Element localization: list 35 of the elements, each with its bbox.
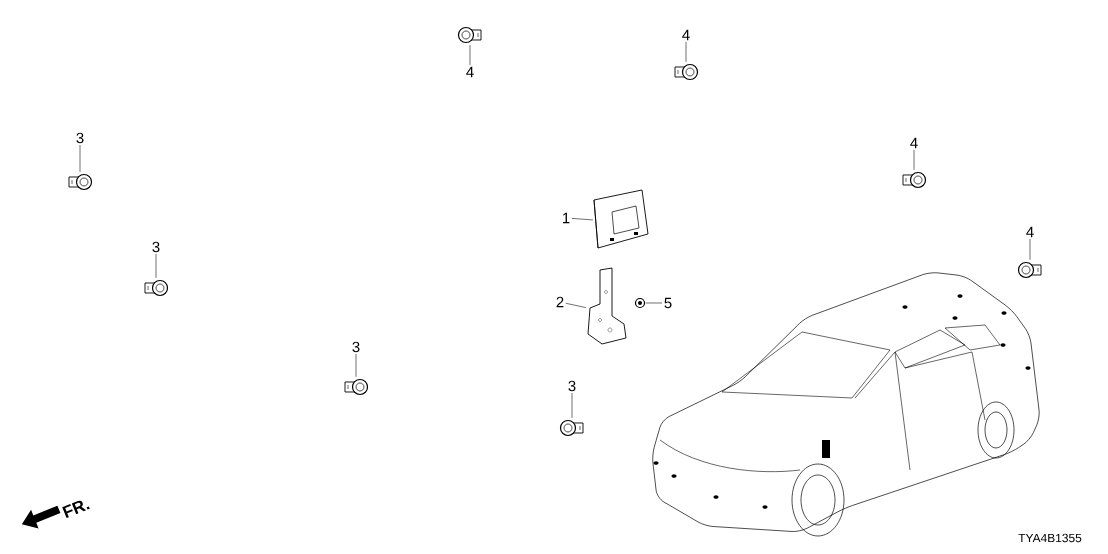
parking-sensor-drawing bbox=[457, 26, 482, 44]
parking-sensor-drawing bbox=[559, 419, 584, 437]
direction-label: FR. bbox=[62, 500, 90, 519]
leader-line bbox=[571, 392, 573, 419]
leader-line bbox=[155, 253, 157, 279]
leader-line bbox=[1029, 238, 1031, 261]
parking-sensor-drawing bbox=[68, 173, 93, 191]
parking-sensor-drawing bbox=[674, 63, 699, 81]
callout-number: 1 bbox=[563, 212, 570, 224]
leader-line bbox=[685, 41, 687, 63]
callout-number: 2 bbox=[556, 296, 564, 308]
leader-line bbox=[79, 144, 81, 173]
leader-line bbox=[355, 353, 357, 378]
parking-sensor-drawing bbox=[344, 378, 369, 396]
callout-number: 5 bbox=[664, 297, 672, 309]
parking-sensor-drawing bbox=[144, 279, 169, 297]
control-unit-drawing bbox=[593, 189, 649, 249]
callout-number: 3 bbox=[352, 341, 360, 353]
leader-line bbox=[565, 302, 587, 308]
parking-sensor-drawing bbox=[1017, 261, 1042, 279]
callout-number: 3 bbox=[568, 380, 576, 392]
callout-number: 3 bbox=[76, 132, 84, 144]
callout-number: 4 bbox=[1026, 226, 1034, 238]
leader-line bbox=[913, 149, 915, 171]
callout-number: 4 bbox=[910, 137, 918, 149]
callout-number: 4 bbox=[682, 29, 690, 41]
bracket-drawing bbox=[587, 267, 627, 345]
nut-drawing bbox=[634, 297, 646, 309]
leader-line bbox=[645, 302, 663, 304]
callout-number: 4 bbox=[466, 66, 474, 78]
leader-line bbox=[469, 44, 471, 66]
parking-sensor-drawing bbox=[902, 171, 927, 189]
callout-number: 3 bbox=[152, 241, 160, 253]
drawing-code: TYA4B1355 bbox=[1018, 533, 1082, 543]
leader-line bbox=[571, 218, 594, 221]
